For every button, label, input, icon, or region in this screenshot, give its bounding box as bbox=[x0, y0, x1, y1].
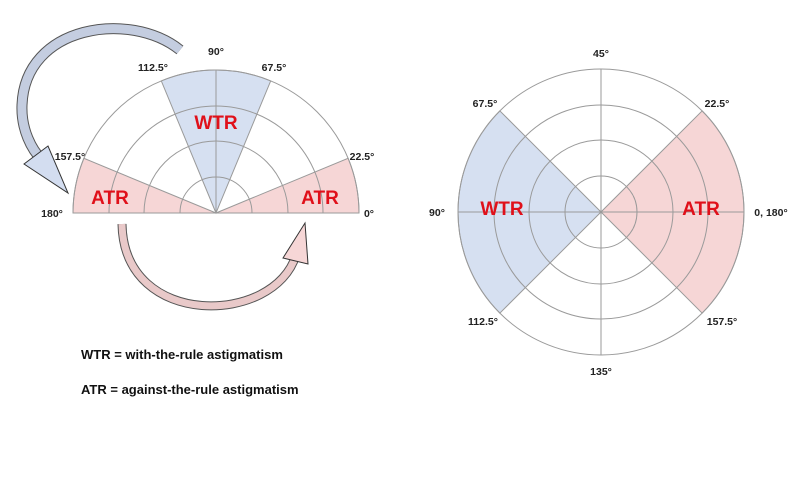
legend-atr: ATR = against-the-rule astigmatism bbox=[81, 382, 299, 397]
angle-label-67-5: 67.5° bbox=[262, 62, 287, 74]
angle-label-67-5: 67.5° bbox=[473, 98, 498, 110]
angle-label-22-5: 22.5° bbox=[705, 98, 730, 110]
semicircle-rings bbox=[72, 69, 360, 214]
angle-label-112-5: 112.5° bbox=[138, 62, 168, 74]
angle-label-180: 180° bbox=[41, 208, 63, 220]
angle-label-135: 135° bbox=[590, 366, 612, 378]
atr-label-left: ATR bbox=[91, 188, 129, 209]
angle-label-157-5: 157.5° bbox=[707, 316, 737, 328]
atr-label-right: ATR bbox=[301, 188, 339, 209]
wtr-label: WTR bbox=[480, 199, 524, 220]
atr-label: ATR bbox=[682, 199, 720, 220]
angle-label-90: 90° bbox=[208, 46, 224, 58]
legend-wtr: WTR = with-the-rule astigmatism bbox=[81, 347, 283, 362]
right-circle-diagram: 45° 67.5° 22.5° 90° 0, 180° 112.5° 157.5… bbox=[429, 48, 788, 378]
circle-rings bbox=[457, 68, 745, 356]
left-semicircle-diagram: 90° 112.5° 67.5° 157.5° 22.5° 180° 0° WT… bbox=[16, 23, 375, 311]
angle-label-22-5: 22.5° bbox=[350, 151, 375, 163]
pink-curved-arrow bbox=[117, 221, 309, 311]
angle-label-45: 45° bbox=[593, 48, 609, 60]
wtr-label: WTR bbox=[194, 113, 238, 134]
blue-curved-arrow bbox=[16, 23, 184, 195]
angle-label-157-5: 157.5° bbox=[55, 151, 85, 163]
angle-label-0-180: 0, 180° bbox=[754, 207, 787, 219]
angle-label-0: 0° bbox=[364, 208, 374, 220]
angle-label-112-5: 112.5° bbox=[468, 316, 498, 328]
angle-label-90: 90° bbox=[429, 207, 445, 219]
